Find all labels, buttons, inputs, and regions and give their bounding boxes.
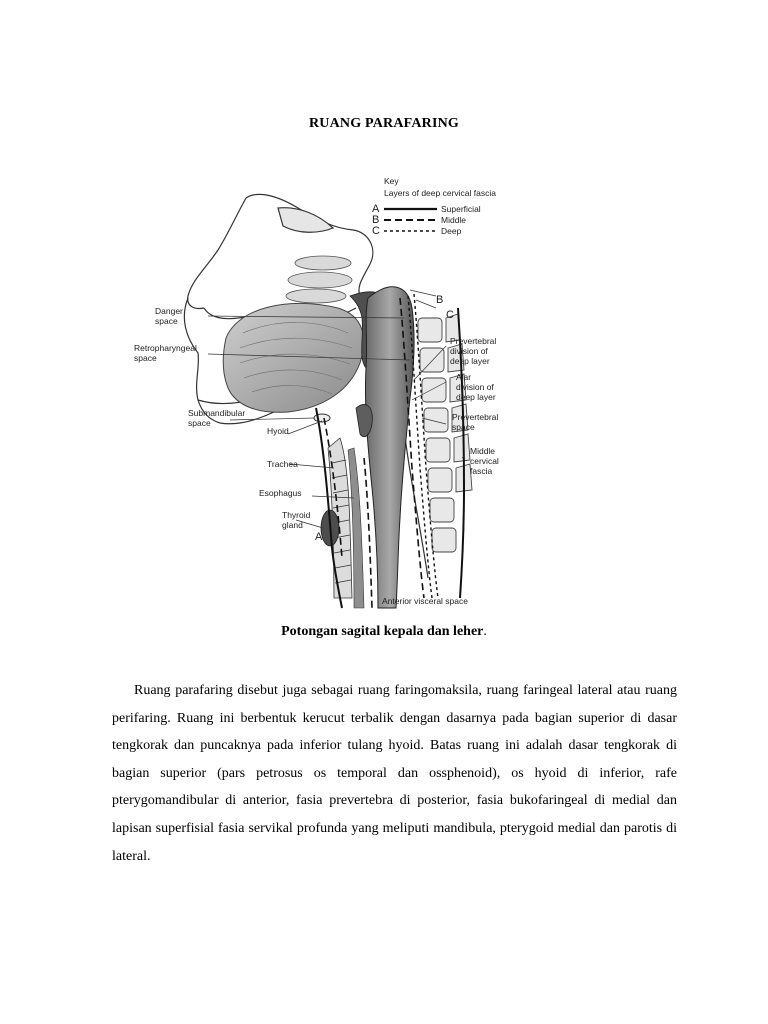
marker-c: C bbox=[446, 309, 454, 321]
label-middle-cervical-1: Middle bbox=[470, 446, 495, 456]
label-prevertebral-space-2: space bbox=[452, 422, 475, 432]
label-prevertebral-division-2: division of bbox=[450, 346, 488, 356]
label-danger-space-1: Danger bbox=[155, 306, 183, 316]
label-danger-space-2: space bbox=[155, 316, 178, 326]
label-middle-cervical-2: cervical bbox=[470, 456, 499, 466]
label-esophagus: Esophagus bbox=[259, 488, 302, 498]
key-title: Key bbox=[384, 176, 399, 186]
label-pointers bbox=[207, 289, 465, 529]
label-alar-3: deep layer bbox=[456, 392, 496, 402]
marker-a: A bbox=[315, 531, 323, 543]
key-letter-b: B bbox=[372, 214, 379, 226]
label-middle-cervical-3: fascia bbox=[470, 466, 492, 476]
fascia-key: Key Layers of deep cervical fascia A Sup… bbox=[372, 176, 496, 237]
figure-caption-text: Potongan sagital kepala dan leher bbox=[281, 624, 484, 639]
pharynx bbox=[364, 286, 415, 609]
page-title: RUANG PARAFARING bbox=[308, 116, 460, 131]
tongue-striations bbox=[239, 322, 353, 395]
anatomy-illustration: Key Layers of deep cervical fascia A Sup… bbox=[134, 176, 499, 609]
label-trachea: Trachea bbox=[267, 459, 298, 469]
label-retropharyngeal-2: space bbox=[134, 353, 157, 363]
key-subtitle: Layers of deep cervical fascia bbox=[384, 188, 496, 198]
tongue bbox=[222, 302, 365, 413]
key-label-middle: Middle bbox=[441, 215, 466, 225]
esophagus bbox=[347, 447, 365, 609]
sagittal-head-neck-figure: Key Layers of deep cervical fascia A Sup… bbox=[128, 168, 528, 613]
fascia-lines bbox=[315, 293, 466, 609]
body-paragraph: Ruang parafaring disebut juga sebagai ru… bbox=[112, 683, 677, 864]
label-prevertebral-division-1: Prevertebral bbox=[450, 336, 496, 346]
label-anterior-visceral-space: Anterior visceral space bbox=[382, 596, 468, 606]
key-label-deep: Deep bbox=[441, 226, 462, 236]
epiglottis bbox=[355, 404, 373, 438]
marker-b: B bbox=[436, 294, 443, 306]
nasal-conchae bbox=[285, 255, 353, 304]
label-retropharyngeal-1: Retropharyngeal bbox=[134, 343, 197, 353]
label-thyroid-1: Thyroid bbox=[282, 510, 311, 520]
label-submandibular-1: Submandibular bbox=[188, 408, 245, 418]
label-submandibular-2: space bbox=[188, 418, 211, 428]
key-letter-a: A bbox=[372, 203, 380, 215]
cervical-vertebrae bbox=[417, 313, 473, 553]
label-hyoid: Hyoid bbox=[267, 426, 289, 436]
label-alar-1: Alar bbox=[456, 372, 471, 382]
label-alar-2: division of bbox=[456, 382, 494, 392]
figure-labels: Danger space Retropharyngeal space Subma… bbox=[134, 294, 499, 606]
key-label-superficial: Superficial bbox=[441, 204, 481, 214]
label-prevertebral-division-3: deep layer bbox=[450, 356, 490, 366]
figure-caption: Potongan sagital kepala dan leher. bbox=[0, 624, 768, 640]
label-prevertebral-space-1: Prevertebral bbox=[452, 412, 498, 422]
label-thyroid-2: gland bbox=[282, 520, 303, 530]
key-letter-c: C bbox=[372, 225, 380, 237]
figure-caption-period: . bbox=[483, 624, 487, 639]
